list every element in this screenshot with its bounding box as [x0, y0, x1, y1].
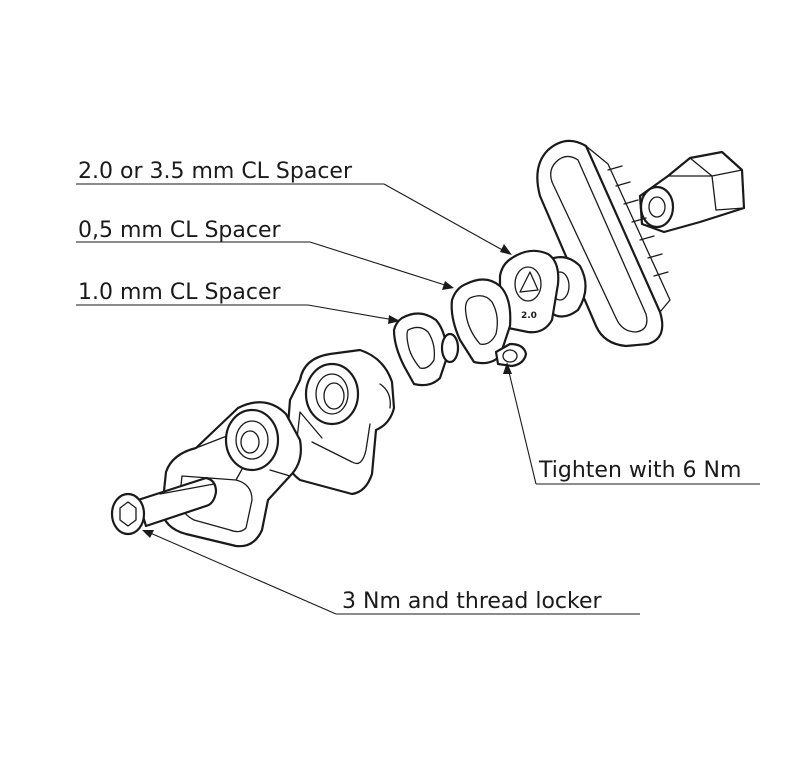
- leader-tighten: [503, 362, 760, 485]
- clamp-bracket-part: [536, 139, 671, 348]
- leader-2-0-spacer: [76, 183, 512, 255]
- front-lever-body-part: [160, 401, 302, 548]
- callout-spacer-0-5: 0,5 mm CL Spacer: [78, 218, 281, 243]
- callout-screw-note: 3 Nm and thread locker: [342, 589, 603, 614]
- callout-spacer-1-0: 1.0 mm CL Spacer: [78, 280, 281, 305]
- spacer-2-0-part: 2.0: [498, 249, 560, 334]
- countersunk-screw-part: [110, 476, 218, 536]
- spacer-1-0-part: [392, 312, 460, 387]
- rear-lever-body-part: [284, 348, 396, 496]
- leader-0-5-spacer: [76, 241, 454, 290]
- bolt-part: [494, 342, 528, 368]
- leader-screw-note: [142, 530, 640, 615]
- spacer-0-5-part: [450, 278, 512, 365]
- leader-1-0-spacer: [76, 304, 400, 324]
- cylinder-nut-part: [638, 150, 746, 234]
- callout-spacer-2-0-or-3-5: 2.0 or 3.5 mm CL Spacer: [78, 159, 353, 184]
- callout-tighten: Tighten with 6 Nm: [538, 458, 741, 483]
- spacer-marking: 2.0: [521, 311, 537, 321]
